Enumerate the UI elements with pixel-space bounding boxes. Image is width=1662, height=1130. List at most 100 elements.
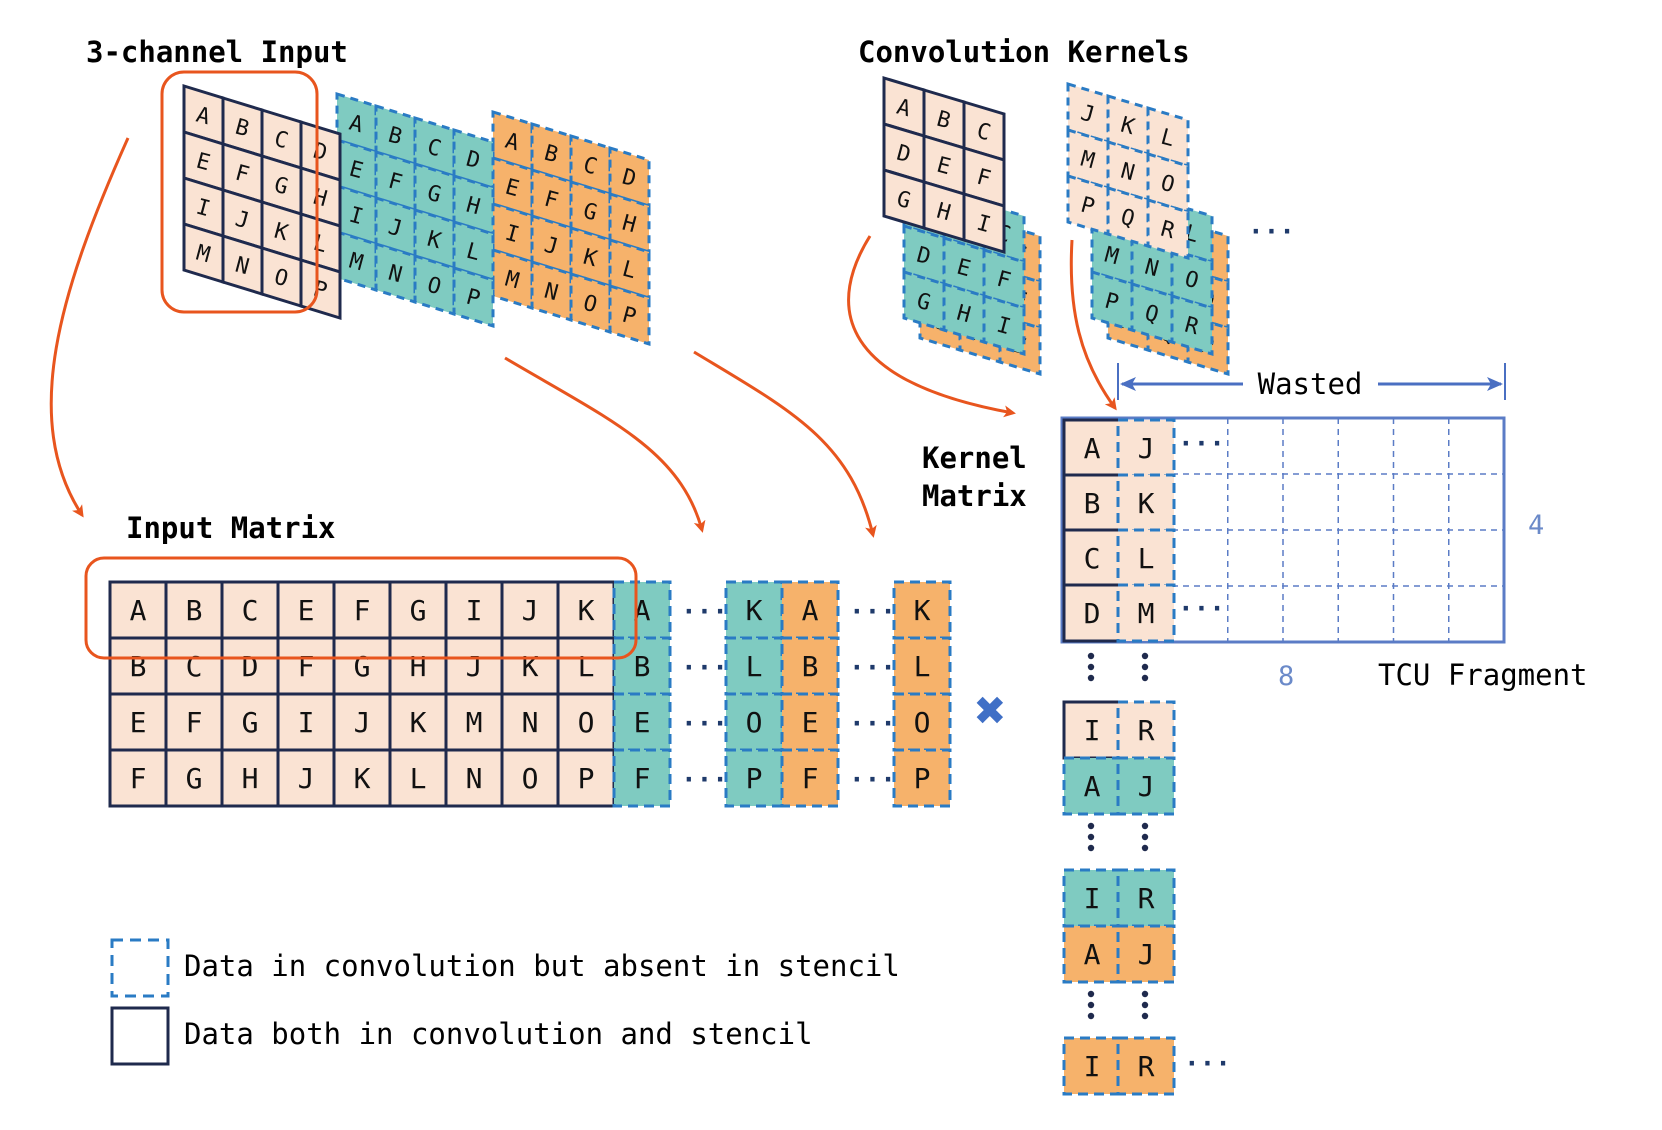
kernel-matrix-orange-last-b-label: R	[1138, 1050, 1155, 1083]
orange-channel-grid-cell-label: F	[541, 187, 560, 215]
kernel-matrix-cell-b-label: K	[1138, 487, 1155, 520]
kernel-a-front-cell-label: F	[974, 165, 993, 193]
peach-channel-grid-cell-label: C	[271, 127, 290, 155]
kernel-matrix-cell-b	[1116, 528, 1176, 588]
kernels-more-ellipsis: ···	[1248, 217, 1295, 247]
input-matrix-cell	[108, 636, 168, 696]
stencil-highlight-input	[160, 70, 319, 314]
input-matrix-cell	[444, 636, 504, 696]
kernel-matrix-peach-last-b-label: R	[1138, 714, 1155, 747]
peach-channel-grid-cell-label: L	[310, 231, 329, 259]
input-matrix-cell-label: J	[466, 650, 483, 683]
kernel-b-teal-layer-cell-label: Q	[1142, 301, 1161, 329]
kernel-b-front-cell-label: L	[1158, 125, 1177, 153]
input-matrix-cell-label: K	[410, 706, 427, 739]
teal-channel-grid-cell-label: H	[463, 193, 482, 221]
input-matrix-teal-ellipsis: ···	[681, 597, 728, 627]
teal-channel-grid-cell-label: A	[346, 111, 365, 139]
multiply-icon: ✖	[975, 681, 1006, 741]
orange-channel-grid-cell-label: E	[502, 175, 521, 203]
input-matrix-cell	[444, 580, 504, 640]
kernel-matrix-row-ellipsis: ···	[1178, 594, 1225, 624]
input-matrix-teal-first-label: B	[634, 650, 651, 683]
orange-channel-grid-cell-label: M	[502, 267, 521, 295]
input-matrix-cell-label: E	[298, 594, 315, 627]
teal-channel-grid-cell-label: E	[346, 157, 365, 185]
title-convolution-kernels: Convolution Kernels	[858, 35, 1190, 69]
input-matrix-cell-label: G	[242, 706, 259, 739]
kernel-matrix-vertical-ellipsis	[1087, 822, 1095, 830]
input-matrix-cell-label: G	[186, 762, 203, 795]
kernel-matrix-orange-first-b-label: J	[1138, 938, 1155, 971]
orange-channel-grid-cell-label: L	[619, 257, 638, 285]
input-matrix-orange-last	[892, 636, 952, 696]
input-matrix-cell-label: O	[522, 762, 539, 795]
kernel-matrix-orange-last-b	[1116, 1036, 1176, 1096]
kernel-matrix-cell-a-label: A	[1084, 432, 1101, 465]
input-matrix-cell	[388, 636, 448, 696]
kernel-matrix-cell-a	[1062, 583, 1122, 643]
input-matrix-cell-label: F	[186, 706, 203, 739]
input-matrix-cell	[388, 692, 448, 752]
arrow-kernel-a-to-matrix	[847, 235, 1016, 418]
teal-channel-grid-cell-label: I	[346, 203, 365, 231]
peach-channel-grid-cell-label: A	[193, 103, 212, 131]
kernel-matrix-teal-last-a-label: I	[1084, 882, 1101, 915]
input-matrix-teal-ellipsis: ···	[681, 709, 728, 739]
fragment-rows-label: 4	[1528, 510, 1544, 541]
kernel-a-front-cell-label: B	[934, 107, 953, 135]
input-matrix-teal-first-label: E	[634, 706, 651, 739]
input-matrix-cell	[164, 580, 224, 640]
kernel-matrix-row-ellipsis: ···	[1178, 429, 1225, 459]
peach-channel-grid-cell-label: B	[232, 115, 251, 143]
kernel-b-front-cell-label: N	[1118, 159, 1137, 187]
teal-channel-grid-cell-label: C	[424, 135, 443, 163]
input-matrix-cell	[108, 748, 168, 808]
input-matrix-teal-last-label: O	[746, 706, 763, 739]
kernel-b-teal-layer-cell-label: N	[1142, 255, 1161, 283]
input-matrix-cell-label: C	[242, 594, 259, 627]
kernel-matrix-peach-last-a-label: I	[1084, 714, 1101, 747]
legend-solid-text: Data both in convolution and stencil	[184, 1017, 813, 1051]
peach-channel-grid-cell-label: G	[271, 173, 290, 201]
kernel-matrix-teal-last-b-label: R	[1138, 882, 1155, 915]
teal-channel-grid-cell-label: P	[463, 285, 482, 313]
kernel-b-front-cell-label: M	[1078, 147, 1097, 175]
orange-channel-grid-cell-label: C	[580, 153, 599, 181]
input-matrix-cell	[220, 692, 280, 752]
input-matrix-teal-first	[612, 748, 672, 808]
arrow-kernel-b-to-matrix	[1069, 239, 1117, 411]
kernel-matrix-cell-b	[1116, 583, 1176, 643]
kernel-matrix-cell-a-label: C	[1084, 542, 1101, 575]
kernel-matrix-vertical-ellipsis	[1141, 833, 1149, 841]
kernel-b-front-cell-label: O	[1158, 171, 1177, 199]
convolution-kernel-grids: ABCDEFGHIABCDEFGHIABCDEFGHIJKLMNOPQRJKLM…	[882, 75, 1230, 377]
orange-channel-grid-cell-label: H	[619, 211, 638, 239]
input-matrix-cell-label: P	[578, 762, 595, 795]
input-matrix-cell	[276, 748, 336, 808]
arrow-orange-to-matrix	[693, 350, 877, 538]
kernel-a-front-cell-label: D	[894, 141, 913, 169]
input-matrix-cell-label: F	[298, 650, 315, 683]
input-matrix-cell-label: N	[466, 762, 483, 795]
kernel-b-front-cell-label: Q	[1118, 205, 1137, 233]
input-matrix-cell-label: I	[466, 594, 483, 627]
kernel-a-front-cell-label: H	[934, 199, 953, 227]
kernel-matrix-vertical-ellipsis	[1087, 844, 1095, 852]
peach-channel-grid-cell-label: F	[232, 161, 251, 189]
kernel-matrix-vertical-ellipsis	[1087, 652, 1095, 660]
kernel-a-front-cell-label: A	[894, 95, 913, 123]
input-matrix-orange-first	[780, 748, 840, 808]
kernel-matrix-vertical-ellipsis	[1087, 990, 1095, 998]
teal-channel-grid-cell-label: L	[463, 239, 482, 267]
kernel-matrix-vertical-ellipsis	[1141, 652, 1149, 660]
peach-channel-grid-cell-label: E	[193, 149, 212, 177]
peach-channel-grid-cell-label: I	[193, 195, 212, 223]
legend: Data in convolution but absent in stenci…	[110, 938, 900, 1066]
kernel-matrix-peach-last-b	[1116, 700, 1176, 760]
kernel-b-teal-layer-cell-label: O	[1182, 267, 1201, 295]
input-matrix-teal-first-label: A	[634, 594, 651, 627]
